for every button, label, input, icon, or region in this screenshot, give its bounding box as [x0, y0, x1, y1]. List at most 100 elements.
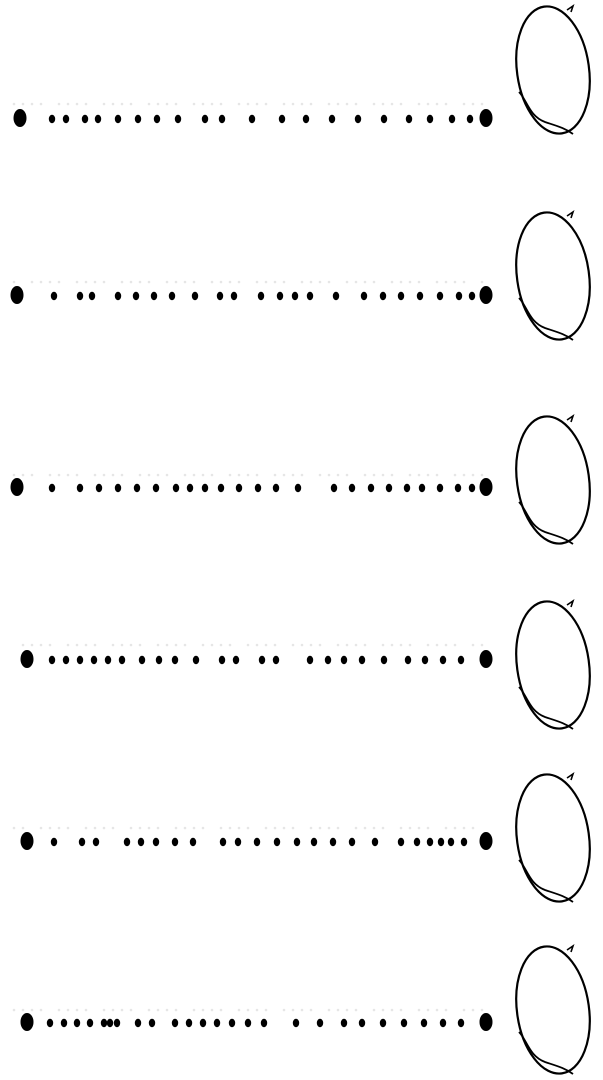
- ghost-dot: [418, 827, 421, 830]
- ghost-dot: [301, 644, 304, 647]
- ghost-dot: [265, 281, 268, 284]
- ghost-dot: [481, 281, 484, 284]
- ghost-dot: [13, 1009, 16, 1012]
- ghost-dot: [274, 827, 277, 830]
- bead-dot-icon: [153, 838, 159, 846]
- hand-drawn-loop-icon: [508, 2, 597, 139]
- left-end-dot-icon: [11, 478, 24, 496]
- ghost-dot: [220, 281, 223, 284]
- ghost-dot: [58, 281, 61, 284]
- bead-dot-icon: [398, 292, 404, 300]
- bead-dot-icon: [440, 1019, 446, 1027]
- ghost-dot: [139, 827, 142, 830]
- ghost-dot: [103, 103, 106, 106]
- ghost-dot: [328, 103, 331, 106]
- ghost-dot: [310, 827, 313, 830]
- ghost-dot: [346, 1009, 349, 1012]
- ghost-dot: [202, 103, 205, 106]
- bead-dot-icon: [295, 484, 301, 492]
- bead-dot-icon: [82, 115, 88, 123]
- ghost-dot: [346, 474, 349, 477]
- bead-dot-icon: [49, 484, 55, 492]
- bead-dot-icon: [359, 1019, 365, 1027]
- ghost-dot: [436, 644, 439, 647]
- right-end-dot-icon: [480, 478, 493, 496]
- ghost-dot: [130, 103, 133, 106]
- ghost-dot: [436, 103, 439, 106]
- bead-dot-icon: [349, 838, 355, 846]
- ghost-dot: [103, 827, 106, 830]
- ghost-dot: [247, 1009, 250, 1012]
- hand-drawn-loop-icon: [508, 412, 597, 549]
- ghost-dot: [472, 827, 475, 830]
- ghost-dot: [193, 1009, 196, 1012]
- bead-dot-icon: [294, 838, 300, 846]
- ghost-dot: [22, 644, 25, 647]
- bead-dot-icon: [255, 484, 261, 492]
- bead-dot-icon: [277, 292, 283, 300]
- ghost-dot: [418, 103, 421, 106]
- bead-dot-icon: [135, 1019, 141, 1027]
- ghost-dot: [292, 474, 295, 477]
- bead-dot-icon: [455, 484, 461, 492]
- ghost-dot: [265, 644, 268, 647]
- ghost-dot: [40, 281, 43, 284]
- bead-dot-icon: [187, 484, 193, 492]
- ghost-dot: [355, 644, 358, 647]
- ghost-dot: [76, 1009, 79, 1012]
- ghost-dot: [193, 827, 196, 830]
- ghost-dot: [472, 103, 475, 106]
- bead-dot-icon: [77, 292, 83, 300]
- ghost-dot: [238, 281, 241, 284]
- ghost-dot: [265, 1009, 268, 1012]
- bead-dot-icon: [91, 656, 97, 664]
- ghost-dot: [58, 103, 61, 106]
- right-end-dot-icon: [480, 1013, 493, 1031]
- ghost-dot: [355, 103, 358, 106]
- bead-dot-icon: [202, 115, 208, 123]
- ghost-dot: [481, 1009, 484, 1012]
- ghost-dot: [328, 1009, 331, 1012]
- ghost-dot: [49, 281, 52, 284]
- ghost-dot: [463, 474, 466, 477]
- ghost-dot: [283, 474, 286, 477]
- ghost-dot: [418, 281, 421, 284]
- hand-drawn-loop-icon: [508, 770, 597, 907]
- ghost-dot: [85, 827, 88, 830]
- ghost-dot: [382, 827, 385, 830]
- bead-dot-icon: [173, 484, 179, 492]
- ghost-dot: [463, 281, 466, 284]
- ghost-dot: [220, 103, 223, 106]
- bead-dot-icon: [138, 838, 144, 846]
- ghost-dot: [319, 281, 322, 284]
- ghost-dot: [40, 644, 43, 647]
- left-end-dot-icon: [21, 1013, 34, 1031]
- ghost-dot: [229, 644, 232, 647]
- ghost-dot: [121, 103, 124, 106]
- ghost-dot: [112, 103, 115, 106]
- ghost-dot: [31, 103, 34, 106]
- bead-dot-icon: [456, 292, 462, 300]
- ghost-dot: [400, 103, 403, 106]
- bead-dot-icon: [406, 115, 412, 123]
- ghost-dot: [319, 644, 322, 647]
- ghost-dot: [310, 281, 313, 284]
- bead-dot-icon: [47, 1019, 53, 1027]
- bead-dot-icon: [115, 115, 121, 123]
- ghost-dot: [103, 281, 106, 284]
- ghost-dot: [22, 103, 25, 106]
- ghost-dot: [256, 1009, 259, 1012]
- ghost-dot: [166, 103, 169, 106]
- ghost-dot: [391, 1009, 394, 1012]
- ghost-dot: [328, 281, 331, 284]
- ghost-dot: [256, 474, 259, 477]
- bead-dot-icon: [293, 1019, 299, 1027]
- ghost-dot: [337, 103, 340, 106]
- ghost-dot: [238, 1009, 241, 1012]
- ghost-dot: [13, 103, 16, 106]
- ghost-dot: [355, 1009, 358, 1012]
- bead-dot-icon: [107, 1019, 113, 1027]
- bead-dot-icon: [217, 292, 223, 300]
- ghost-dot: [337, 644, 340, 647]
- bead-dot-icon: [49, 656, 55, 664]
